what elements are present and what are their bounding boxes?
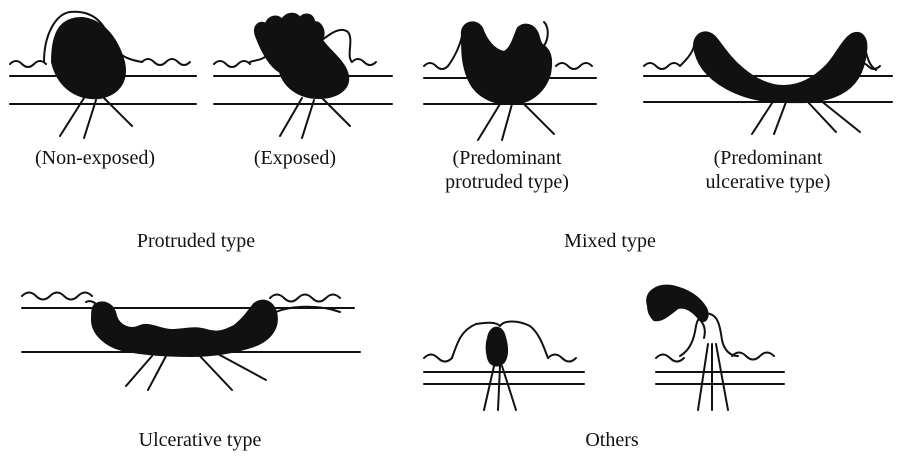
label-mixed-type: Mixed type [564, 229, 656, 253]
panel-others-submucosal [424, 322, 584, 411]
tumor-mass [92, 301, 277, 356]
mucosa-wave [270, 295, 340, 302]
mucosa-wave [352, 59, 376, 65]
label-ulcerative-type: Ulcerative type [139, 428, 262, 452]
mucosa-wave [424, 63, 448, 69]
mucosa-wave [142, 59, 190, 65]
mucosa-wave [22, 293, 92, 300]
vessel-line [524, 104, 554, 134]
tumor-mass [694, 32, 866, 102]
vessel-line [806, 100, 836, 132]
label-line: (Predominant [706, 146, 831, 170]
vessel-line [698, 344, 708, 410]
vessel-line [774, 102, 786, 134]
vessel-line [478, 104, 500, 140]
vessel-line [716, 344, 728, 410]
panel-ulcerative [22, 293, 360, 391]
stalk-line [700, 320, 705, 338]
vessel-line [322, 98, 350, 126]
panel-non-exposed [10, 12, 196, 138]
label-protruded-type: Protruded type [137, 229, 255, 253]
label-predominant-ulcerative: (Predominant ulcerative type) [706, 146, 831, 194]
label-line: ulcerative type) [706, 170, 831, 194]
label-exposed: (Exposed) [254, 146, 336, 170]
mucosa-cover [448, 36, 462, 66]
panel-others-pedunculated [647, 286, 784, 410]
tumor-mass [647, 286, 707, 321]
label-predominant-protruded: (Predominant protruded type) [445, 146, 569, 194]
mucosa-cover [86, 301, 96, 304]
mucosa-cover [680, 314, 738, 357]
mucosa-cover [250, 56, 266, 62]
tumor-mass [487, 328, 508, 366]
tumor-mass [462, 22, 551, 104]
label-line: protruded type) [445, 170, 569, 194]
mucosa-wave [548, 355, 576, 362]
vessel-line [126, 356, 152, 386]
vessel-line [302, 100, 314, 138]
mucosa-wave [214, 61, 250, 67]
mucosa-cover [544, 22, 548, 46]
mucosa-cover [680, 46, 694, 66]
vessel-line [502, 104, 512, 140]
vessel-line [84, 100, 96, 138]
panel-predominant-protruded [424, 22, 596, 140]
label-others: Others [585, 428, 638, 452]
panel-predominant-ulcerative [644, 32, 892, 134]
tumor-mass [255, 14, 348, 98]
vessel-line [820, 100, 860, 132]
mucosa-wave [424, 355, 452, 362]
vessel-line [148, 356, 166, 390]
mucosa-wave [556, 63, 592, 69]
mucosa-wave [644, 63, 680, 69]
vessel-line [104, 98, 132, 126]
tumor-mass [52, 18, 125, 98]
label-non-exposed: (Non-exposed) [35, 146, 155, 170]
label-line: (Predominant [445, 146, 569, 170]
vessel-line [218, 354, 266, 380]
vessel-line [752, 100, 774, 134]
panel-exposed [214, 14, 392, 138]
mucosa-wave [10, 61, 46, 67]
